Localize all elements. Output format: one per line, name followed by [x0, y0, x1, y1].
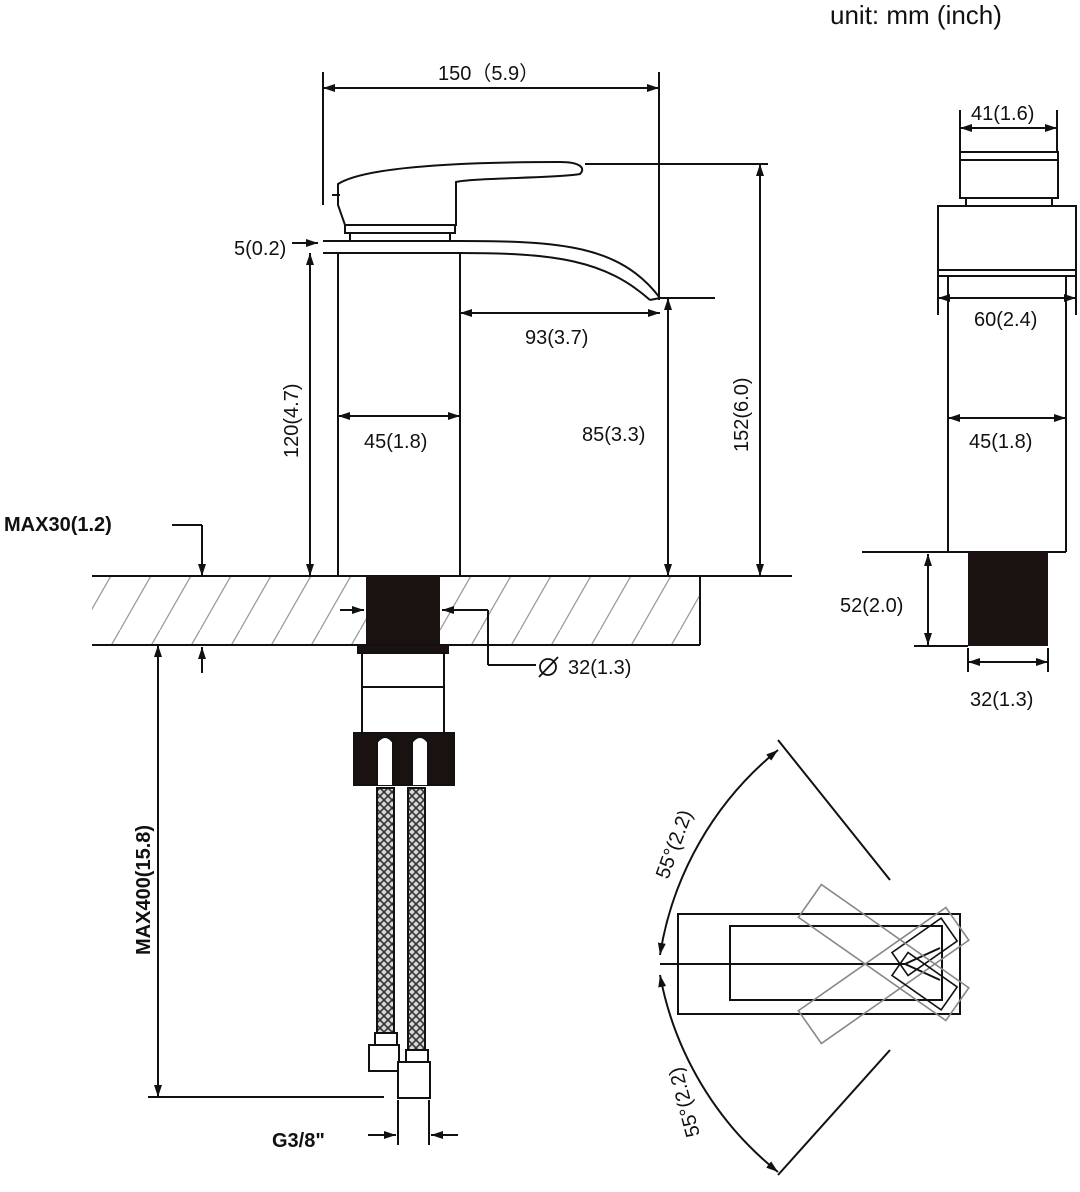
top-view	[657, 739, 970, 1176]
spout-height-label: 85(3.3)	[582, 424, 645, 446]
front-view	[322, 72, 768, 577]
body-width-label: 45(1.8)	[364, 431, 427, 453]
spout-reach-label: 93(3.7)	[525, 327, 588, 349]
unit-label: unit: mm (inch)	[830, 0, 1002, 30]
side-top-width-label: 41(1.6)	[971, 103, 1034, 125]
side-base-width-label: 60(2.4)	[974, 309, 1037, 331]
side-body-width-label: 45(1.8)	[969, 431, 1032, 453]
side-shank	[968, 552, 1048, 646]
side-shank-height-label: 52(2.0)	[840, 595, 903, 617]
offset-label: 5(0.2)	[234, 238, 286, 260]
deck-thickness-label: MAX30(1.2)	[4, 514, 112, 536]
body-height-label: 120(4.7)	[281, 384, 303, 459]
total-height-label: 152(6.0)	[731, 378, 753, 453]
thread-label: G3/8"	[272, 1130, 325, 1152]
diameter-symbol	[538, 656, 559, 678]
side-shank-width-label: 32(1.3)	[970, 689, 1033, 711]
front-dimensions	[148, 164, 764, 1145]
hose-length-label: MAX400(15.8)	[133, 825, 155, 955]
underside-fittings	[353, 644, 455, 1099]
rotation-lower-label: 55°(2.2)	[665, 1065, 705, 1140]
hole-diameter-label: 32(1.3)	[568, 657, 631, 679]
overall-width-label: 150（5.9）	[438, 62, 539, 85]
rotation-upper-label: 55°(2.2)	[652, 807, 697, 882]
lever-handle	[337, 160, 584, 226]
